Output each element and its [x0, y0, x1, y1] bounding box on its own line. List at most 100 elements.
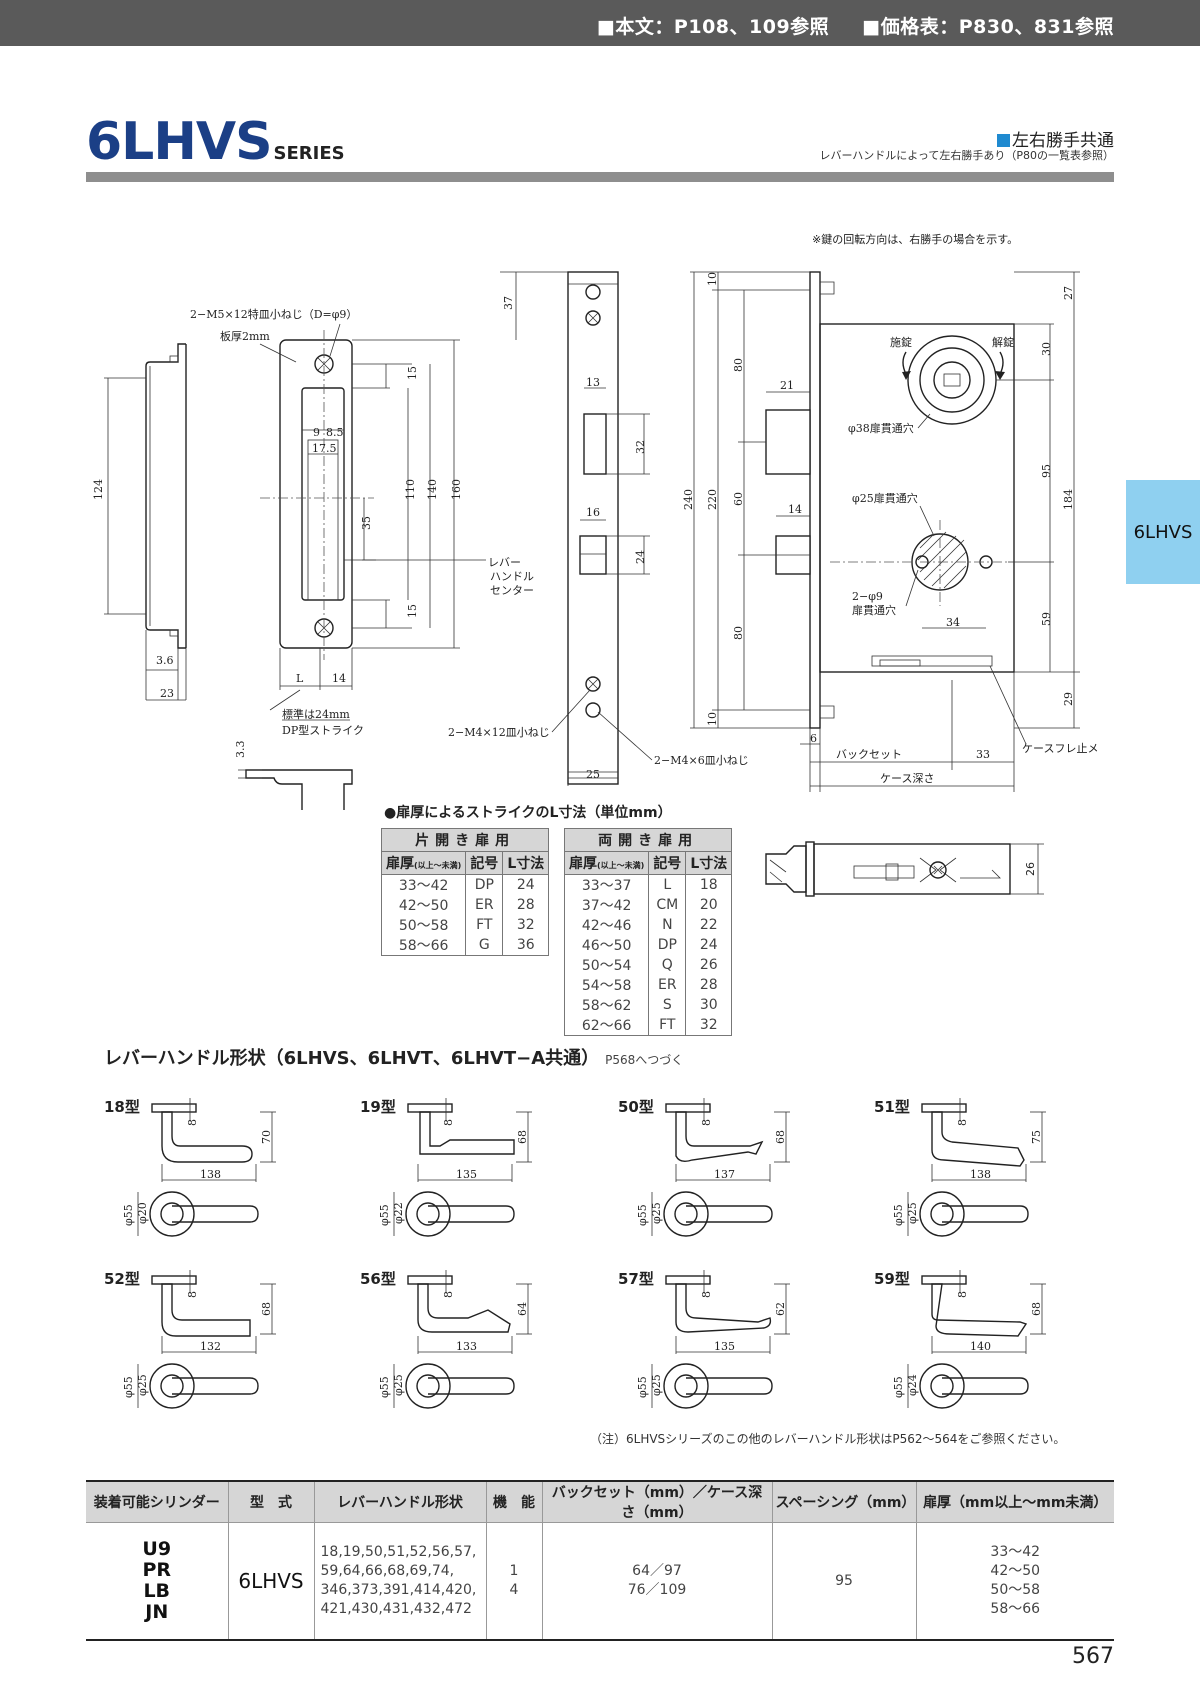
rose-front: [405, 1363, 451, 1409]
strike-side-view: 124 3.6 23: [92, 343, 187, 701]
strike-table-caption: ●扉厚によるストライクのL寸法（単位mm）: [384, 805, 672, 821]
dim-height: 68: [774, 1130, 787, 1144]
rose-front: [405, 1191, 451, 1237]
top-reference-bar: ■本文：P108、109参照 ■価格表：P830、831参照: [0, 0, 1200, 46]
label-hole-9-b: 扉貫通穴: [852, 603, 896, 617]
lever-front-shape: [686, 1377, 773, 1395]
dim-16: 16: [586, 506, 600, 519]
cell-spacing: 95: [771, 1522, 916, 1641]
dim-13: 13: [586, 376, 600, 389]
dim-15-bottom: 15: [406, 604, 419, 618]
dim-33: 33: [976, 748, 990, 761]
lever-label: 51型: [874, 1098, 910, 1116]
side-index-tab[interactable]: 6LHVS: [1126, 480, 1200, 584]
blue-square-icon: [997, 134, 1010, 147]
dim-220: 220: [706, 489, 719, 510]
dim-184: 184: [1062, 489, 1075, 510]
dim-neck: φ25: [650, 1374, 663, 1396]
handing-note: レバーハンドルによって左右勝手あり（P80の一覧表参照）: [819, 149, 1114, 162]
dim-length: 138: [200, 1168, 221, 1181]
dim-neck: φ25: [392, 1374, 405, 1396]
dim-height: 68: [516, 1130, 529, 1144]
ref-main-text[interactable]: ■本文：P108、109参照: [596, 16, 830, 38]
dim-height: 70: [260, 1130, 273, 1144]
dim-rose: φ55: [122, 1204, 135, 1226]
dim-offset: 8: [956, 1291, 969, 1298]
rose-plate: [665, 1275, 711, 1285]
dim-length: 135: [456, 1168, 477, 1181]
col-code: 記号: [648, 851, 687, 875]
dim-110: 110: [404, 479, 417, 500]
dim-length: 138: [970, 1168, 991, 1181]
rose-plate: [921, 1103, 967, 1113]
dim-32: 32: [634, 440, 647, 454]
dim-neck: φ20: [136, 1202, 149, 1224]
lock-front-plate: 13 32 16 24 37 25 2−M4×12皿小ねじ 2−M4×6皿小ねじ: [448, 271, 749, 786]
col-lever-shape: レバーハンドル形状: [313, 1480, 486, 1523]
dim-14-latch: 14: [788, 503, 802, 516]
dim-8-5: 8.5: [326, 426, 344, 439]
label-unlock: 解錠: [992, 335, 1014, 349]
dim-23: 23: [160, 687, 174, 700]
lever-continued-link[interactable]: P568へつづく: [605, 1053, 684, 1067]
dim-3-6: 3.6: [156, 654, 174, 667]
dim-neck: φ22: [392, 1202, 405, 1224]
col-l: L寸法: [685, 851, 733, 875]
dim-25: 25: [586, 768, 600, 781]
rose-plate: [151, 1103, 197, 1113]
dim-15-top: 15: [406, 366, 419, 380]
spec-table: 装着可能シリンダー 型 式 レバーハンドル形状 機 能 バックセット（mm）／ケ…: [86, 1480, 1114, 1641]
label-case-depth: ケース深さ: [880, 772, 934, 785]
dim-length: 133: [456, 1340, 477, 1353]
dim-6: 6: [810, 732, 817, 745]
dim-height: 68: [260, 1302, 273, 1316]
lever-section-heading: レバーハンドル形状（6LHVS、6LHVT、6LHVT−A共通）P568へつづく: [104, 1044, 683, 1070]
col-code: 記号: [465, 851, 504, 875]
lever-front-shape: [172, 1205, 259, 1223]
rose-front: [149, 1363, 195, 1409]
col-model: 型 式: [227, 1480, 314, 1523]
label-lever-center-2: ハンドル: [490, 570, 534, 583]
lock-technical-drawing: ※鍵の回転方向は、右勝手の場合を示す。 124 3.6 23 2−M5×12特皿…: [92, 232, 1098, 810]
rose-front: [663, 1363, 709, 1409]
dim-neck: φ25: [650, 1202, 663, 1224]
dim-26-case: 26: [1024, 862, 1037, 876]
dim-3-3: 3.3: [234, 741, 247, 759]
strike-front-view: 2−M5×12特皿小ねじ（D=φ9） 板厚2mm 9 8.5 17.5 15 1…: [190, 307, 534, 737]
rose-front: [663, 1191, 709, 1237]
lever-front-shape: [942, 1205, 1029, 1223]
label-plate-thickness: 板厚2mm: [220, 329, 270, 343]
dim-rose: φ55: [892, 1376, 905, 1398]
label-hole-25: φ25扉貫通穴: [852, 491, 918, 505]
dim-35: 35: [360, 516, 373, 530]
dim-21: 21: [780, 379, 794, 392]
dim-neck: φ24: [906, 1374, 919, 1396]
rose-front: [149, 1191, 195, 1237]
dim-240: 240: [682, 489, 695, 510]
rose-plate: [665, 1103, 711, 1113]
dim-length: 137: [714, 1168, 735, 1181]
label-lever-center-3: センター: [490, 584, 534, 597]
lever-label: 18型: [104, 1098, 140, 1116]
ref-price-text[interactable]: ■価格表：P830、831参照: [862, 16, 1114, 38]
dim-offset: 8: [700, 1291, 713, 1298]
lever-side-shape: [161, 1111, 253, 1163]
label-screw-top: 2−M5×12特皿小ねじ（D=φ9）: [190, 307, 357, 321]
